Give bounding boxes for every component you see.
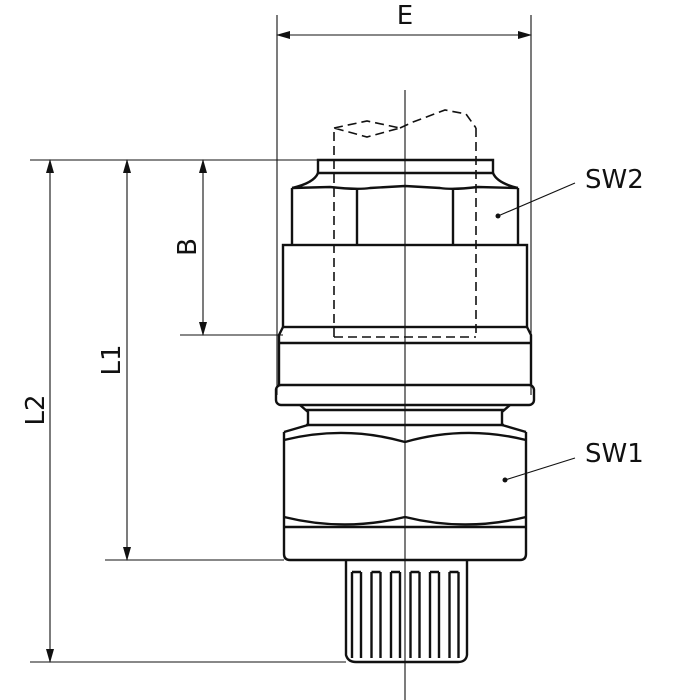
dimension-b: B: [173, 159, 207, 336]
dimension-l2: L2: [21, 159, 54, 663]
knurl-rib: [448, 570, 460, 658]
knurl-rib: [389, 570, 402, 658]
knurl-rib: [350, 570, 363, 658]
knurl-rib: [370, 570, 382, 658]
dimension-e: E: [276, 1, 532, 395]
tube-hidden-outline: [333, 109, 477, 338]
knurled-sleeve: [344, 560, 469, 664]
sw1-hex: [282, 431, 528, 562]
body: [274, 243, 536, 434]
callout-sw2-label: SW2: [585, 165, 644, 195]
dimension-l1-label: L1: [97, 344, 127, 375]
callout-sw2: SW2: [495, 165, 644, 219]
dimension-e-label: E: [397, 1, 413, 31]
sw2-hex: [290, 184, 520, 245]
knurl-rib: [428, 570, 441, 658]
dimension-l1: L1: [97, 159, 131, 561]
knurl-rib: [409, 570, 421, 658]
callout-sw1: SW1: [502, 439, 644, 483]
callout-sw1-label: SW1: [585, 439, 644, 469]
dimension-l2-label: L2: [21, 394, 51, 425]
dimension-b-label: B: [173, 238, 203, 256]
